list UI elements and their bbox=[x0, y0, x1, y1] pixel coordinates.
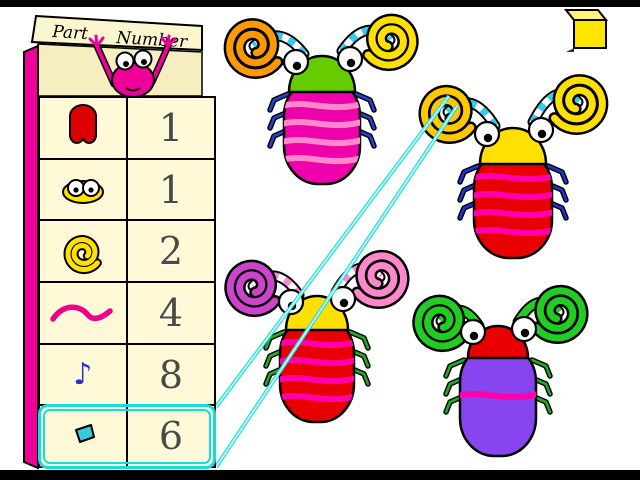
bug-1[interactable] bbox=[223, 13, 419, 186]
lid-panel bbox=[30, 14, 203, 52]
bottom-border-bar bbox=[0, 470, 640, 480]
part-count: 2 bbox=[158, 229, 184, 274]
body-count-cell: 1 bbox=[128, 98, 214, 158]
peeking-bug-left-eye bbox=[115, 51, 135, 71]
bug-3[interactable] bbox=[224, 249, 410, 424]
peeking-bug-left-hand bbox=[88, 34, 105, 48]
bugs-layer bbox=[223, 13, 609, 458]
bug-stripe-icon bbox=[50, 304, 113, 322]
parts-row-confetti[interactable]: 6 bbox=[38, 404, 216, 470]
stripe-icon-cell bbox=[40, 283, 128, 343]
note-icon-cell: ♪ bbox=[40, 344, 128, 405]
peeking-bug-right-pupil bbox=[141, 59, 147, 65]
body-icon-cell bbox=[40, 98, 128, 158]
music-note-icon: ♪ bbox=[73, 357, 93, 393]
horn-count-cell: 2 bbox=[128, 221, 214, 281]
box-button-shadow bbox=[566, 48, 574, 52]
parts-row-horn[interactable]: 2 bbox=[40, 221, 214, 284]
part-count: 1 bbox=[158, 167, 184, 212]
part-count: 4 bbox=[158, 290, 184, 335]
connector-line-top-core bbox=[215, 95, 450, 408]
parts-row-stripe[interactable]: 4 bbox=[40, 283, 214, 345]
bug-eyes-icon bbox=[62, 178, 104, 204]
confetti-piece-icon bbox=[75, 424, 95, 444]
eyes-icon-cell bbox=[40, 159, 128, 220]
parts-box-lid: Part Number bbox=[30, 14, 203, 52]
connector-line-bottom-core bbox=[215, 105, 458, 468]
peeking-bug-right-hand bbox=[160, 34, 177, 48]
part-count: 8 bbox=[158, 352, 184, 397]
horn-icon-cell bbox=[40, 221, 128, 282]
peeking-bug-left-pupil bbox=[123, 61, 129, 67]
note-count-cell: 8 bbox=[128, 345, 214, 405]
confetti-count-cell: 6 bbox=[128, 406, 214, 466]
parts-row-note[interactable]: ♪ 8 bbox=[40, 344, 214, 407]
stripe-count-cell: 4 bbox=[128, 283, 214, 343]
eyes-count-cell: 1 bbox=[128, 160, 214, 220]
confetti-icon-cell bbox=[40, 406, 128, 467]
bug-4[interactable] bbox=[412, 284, 589, 458]
bug-2[interactable] bbox=[418, 74, 609, 260]
selection-connector bbox=[214, 94, 459, 469]
box-button-lid bbox=[563, 9, 609, 21]
peeking-bug-head bbox=[111, 62, 155, 98]
top-border-bar bbox=[0, 0, 640, 7]
parts-box-side-panel bbox=[23, 44, 39, 470]
peeking-bug-mouth bbox=[125, 87, 141, 92]
peeking-bug-right-eye bbox=[133, 49, 153, 69]
part-header-label: Part bbox=[51, 22, 89, 44]
part-count: 6 bbox=[158, 414, 184, 459]
parts-row-body[interactable]: 1 bbox=[40, 98, 214, 160]
part-count: 1 bbox=[158, 105, 184, 150]
parts-table: 1 1 bbox=[38, 96, 216, 470]
parts-row-eyes[interactable]: 1 bbox=[40, 159, 214, 222]
box-button[interactable] bbox=[562, 6, 614, 54]
number-header-label: Number bbox=[115, 28, 189, 52]
box-button-front bbox=[573, 19, 607, 49]
bug-horn-spiral-icon bbox=[63, 235, 102, 275]
bug-body-icon bbox=[69, 103, 97, 144]
